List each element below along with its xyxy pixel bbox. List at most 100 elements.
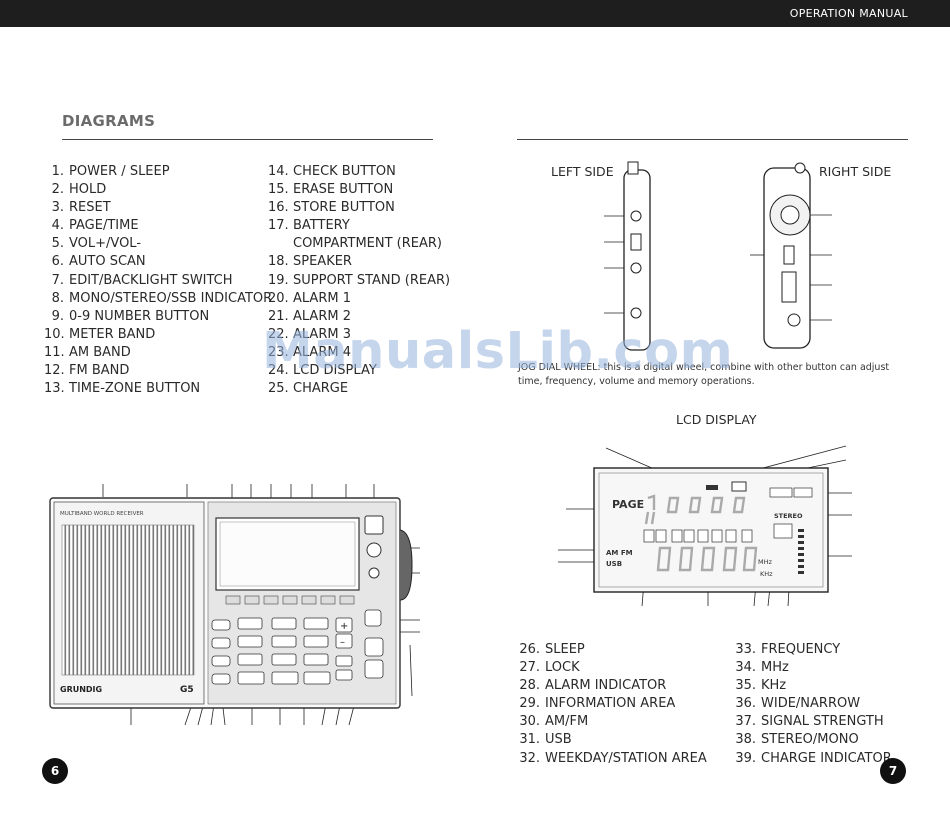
list-item: 24.LCD DISPLAY xyxy=(268,362,450,380)
item-label: CHARGE INDICATOR xyxy=(761,750,892,766)
header-title: OPERATION MANUAL xyxy=(789,7,908,20)
item-label: 0-9 NUMBER BUTTON xyxy=(69,308,210,324)
list-item: 9. 0-9 NUMBER BUTTON xyxy=(44,308,272,326)
list-item: 25.CHARGE xyxy=(268,380,450,398)
item-label: MONO/STEREO/SSB INDICATOR xyxy=(69,290,273,306)
item-label: COMPARTMENT (REAR) xyxy=(293,236,442,252)
item-number: 28. xyxy=(519,678,540,694)
list-item: 13.TIME-ZONE BUTTON xyxy=(44,380,272,398)
item-number: 34. xyxy=(735,660,756,676)
list-item: 12.FM BAND xyxy=(44,362,272,380)
item-number: 1. xyxy=(51,164,64,179)
item-label: WEEKDAY/STATION AREA xyxy=(545,750,707,766)
list-item: 3.RESET xyxy=(44,199,272,217)
item-number: 4. xyxy=(51,218,64,234)
list-item: 29.INFORMATION AREA xyxy=(518,695,707,713)
item-number: 21. xyxy=(268,308,289,324)
item-label: STEREO/MONO xyxy=(761,732,859,748)
item-number: 18. xyxy=(268,254,289,270)
item-number: 23. xyxy=(268,344,289,360)
item-number: 26. xyxy=(519,642,540,657)
item-number: 38. xyxy=(735,732,756,748)
item-label: AM BAND xyxy=(69,344,131,360)
item-number: 2. xyxy=(51,182,64,198)
right-divider xyxy=(517,139,908,140)
item-number: 36. xyxy=(735,696,756,712)
item-number xyxy=(268,235,288,253)
item-number: 13. xyxy=(44,381,65,397)
item-label: SUPPORT STAND (REAR) xyxy=(293,272,451,288)
list-item: 5.VOL+/VOL- xyxy=(44,235,272,253)
item-label: CHARGE xyxy=(293,381,349,397)
list-item: 28.ALARM INDICATOR xyxy=(518,677,707,695)
item-label: STORE BUTTON xyxy=(293,200,395,216)
section-heading: DIAGRAMS xyxy=(62,112,156,130)
radio-model: G5 xyxy=(180,685,194,695)
list-item: 30. AM/FM xyxy=(518,713,707,731)
item-number: 8. xyxy=(51,290,64,306)
item-label: HOLD xyxy=(69,182,107,198)
item-number: 5. xyxy=(51,236,64,252)
item-label: KHz xyxy=(761,678,787,694)
item-number: 16. xyxy=(268,200,289,216)
item-number: 32. xyxy=(519,750,540,766)
left-divider xyxy=(62,139,433,140)
lcd-display-title: LCD DISPLAY xyxy=(676,412,757,427)
list-item: 37.SIGNAL STRENGTH xyxy=(734,713,892,731)
list-item: 8. MONO/STEREO/SSB INDICATOR xyxy=(44,290,273,308)
item-label: MHz xyxy=(761,660,789,676)
item-number: 24. xyxy=(268,363,289,379)
header-bar: OPERATION MANUAL xyxy=(0,0,950,27)
item-label: SPEAKER xyxy=(293,254,352,270)
radio-brand: GRUNDIG xyxy=(60,685,102,694)
lcd-khz-text: KHz xyxy=(760,570,773,578)
lcd-usb-text: USB xyxy=(606,560,622,568)
item-label: FREQUENCY xyxy=(761,642,841,657)
lcd-display-diagram: PAGE AM FM USB MHz KHz STEREO xyxy=(558,445,852,607)
item-number: 10. xyxy=(44,326,65,342)
svg-text:MULTIBAND WORLD RECEIVER: MULTIBAND WORLD RECEIVER xyxy=(60,511,144,517)
list-item: 2. HOLD xyxy=(44,181,272,199)
item-number: 20. xyxy=(268,290,289,306)
svg-text:–: – xyxy=(340,637,345,648)
list-item: 4.PAGE/TIME xyxy=(44,217,272,235)
lcd-page-text: PAGE xyxy=(612,498,644,511)
item-number: 9. xyxy=(51,308,64,324)
list-item: 20.ALARM 1 xyxy=(268,290,450,308)
item-label: LOCK xyxy=(545,660,580,676)
item-label: ALARM 2 xyxy=(293,308,351,324)
list-item: 17.BATTERY xyxy=(268,217,450,235)
svg-text:+: + xyxy=(340,621,348,632)
item-number: 3. xyxy=(51,200,64,216)
list-item: 31.USB xyxy=(518,731,707,749)
item-number: 30. xyxy=(519,714,540,730)
item-label: ALARM 1 xyxy=(293,290,351,306)
list-item: 34. MHz xyxy=(734,659,892,677)
item-number: 33. xyxy=(735,642,756,657)
item-label: METER BAND xyxy=(69,326,156,342)
jog-dial-description: JOG DIAL WHEEL: this is a digital wheel,… xyxy=(518,362,890,387)
list-item: 19.SUPPORT STAND (REAR) xyxy=(268,272,450,290)
item-number: 22. xyxy=(268,326,289,342)
list-item: 10.METER BAND xyxy=(44,326,272,344)
item-number: 39. xyxy=(735,750,756,766)
radio-front-diagram: MULTIBAND WORLD RECEIVER GRUNDIG G5 + – xyxy=(49,484,420,726)
list-item: 26.SLEEP xyxy=(518,641,707,659)
list-item: 36.WIDE/NARROW xyxy=(734,695,892,713)
item-label: POWER / SLEEP xyxy=(69,164,170,179)
item-label: TIME-ZONE BUTTON xyxy=(69,381,201,397)
item-number: 37. xyxy=(735,714,756,730)
right-side-diagram xyxy=(750,162,832,349)
list-item: 32. WEEKDAY/STATION AREA xyxy=(518,750,707,768)
item-number: 27. xyxy=(519,660,540,676)
item-label: AM/FM xyxy=(545,714,589,730)
list-item: 38. STEREO/MONO xyxy=(734,731,892,749)
list-item: 27. LOCK xyxy=(518,659,707,677)
watermark: ManualsLib.com xyxy=(262,322,734,381)
list-item: 11.AM BAND xyxy=(44,344,272,362)
list-item: 23.ALARM 4 xyxy=(268,344,450,362)
item-number: 15. xyxy=(268,182,289,198)
